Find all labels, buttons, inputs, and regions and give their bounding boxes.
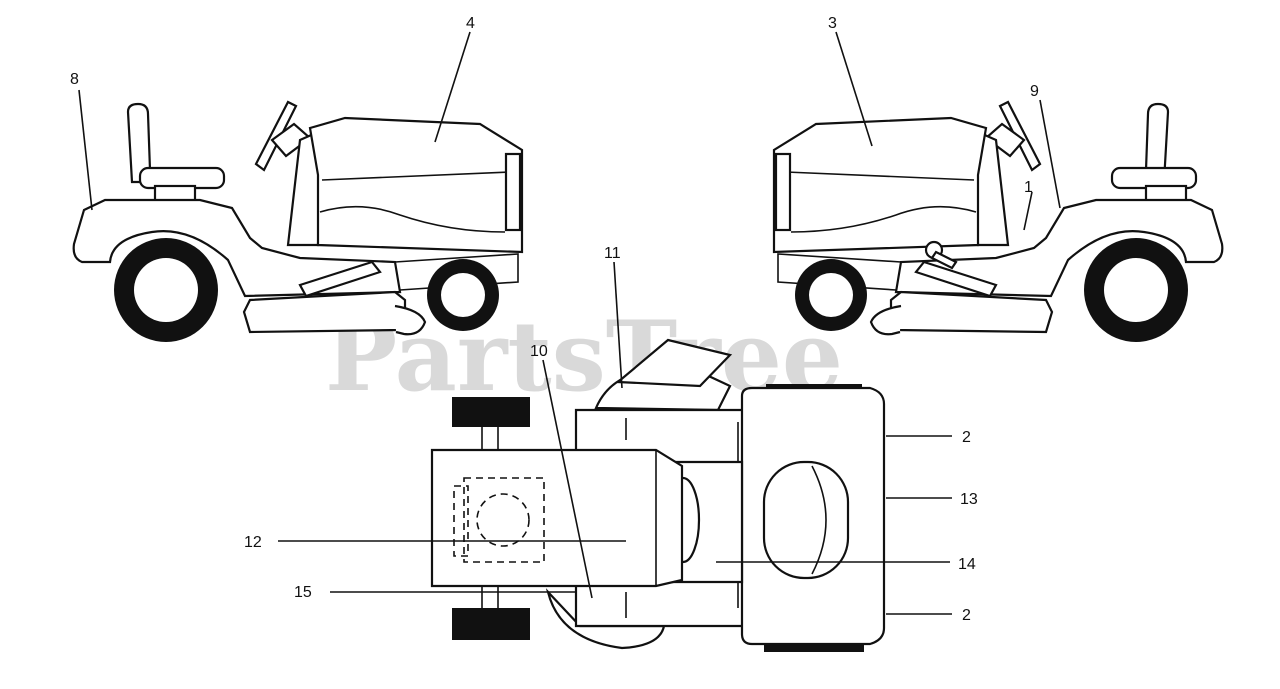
callout-8: 8 — [70, 71, 79, 88]
callout-4: 4 — [466, 15, 475, 32]
tractor-top-view — [430, 338, 886, 652]
callout-11: 11 — [604, 245, 621, 262]
callout-13: 13 — [960, 491, 978, 508]
callout-9: 9 — [1030, 83, 1039, 100]
callout-14: 14 — [958, 556, 976, 573]
callout-15: 15 — [294, 584, 312, 601]
callout-12: 12 — [244, 534, 262, 551]
callout-10: 10 — [530, 343, 548, 360]
callout-1: 1 — [1024, 179, 1033, 196]
callout-labels: 8 4 3 9 1 11 10 2 13 12 14 15 2 — [70, 15, 1039, 624]
callout-3: 3 — [828, 15, 837, 32]
callout-2-top: 2 — [962, 429, 971, 446]
callout-2-bottom: 2 — [962, 607, 971, 624]
leader-lines — [78, 31, 1061, 615]
tractor-right-side-view — [772, 100, 1224, 342]
tractor-left-side-view — [72, 100, 524, 342]
